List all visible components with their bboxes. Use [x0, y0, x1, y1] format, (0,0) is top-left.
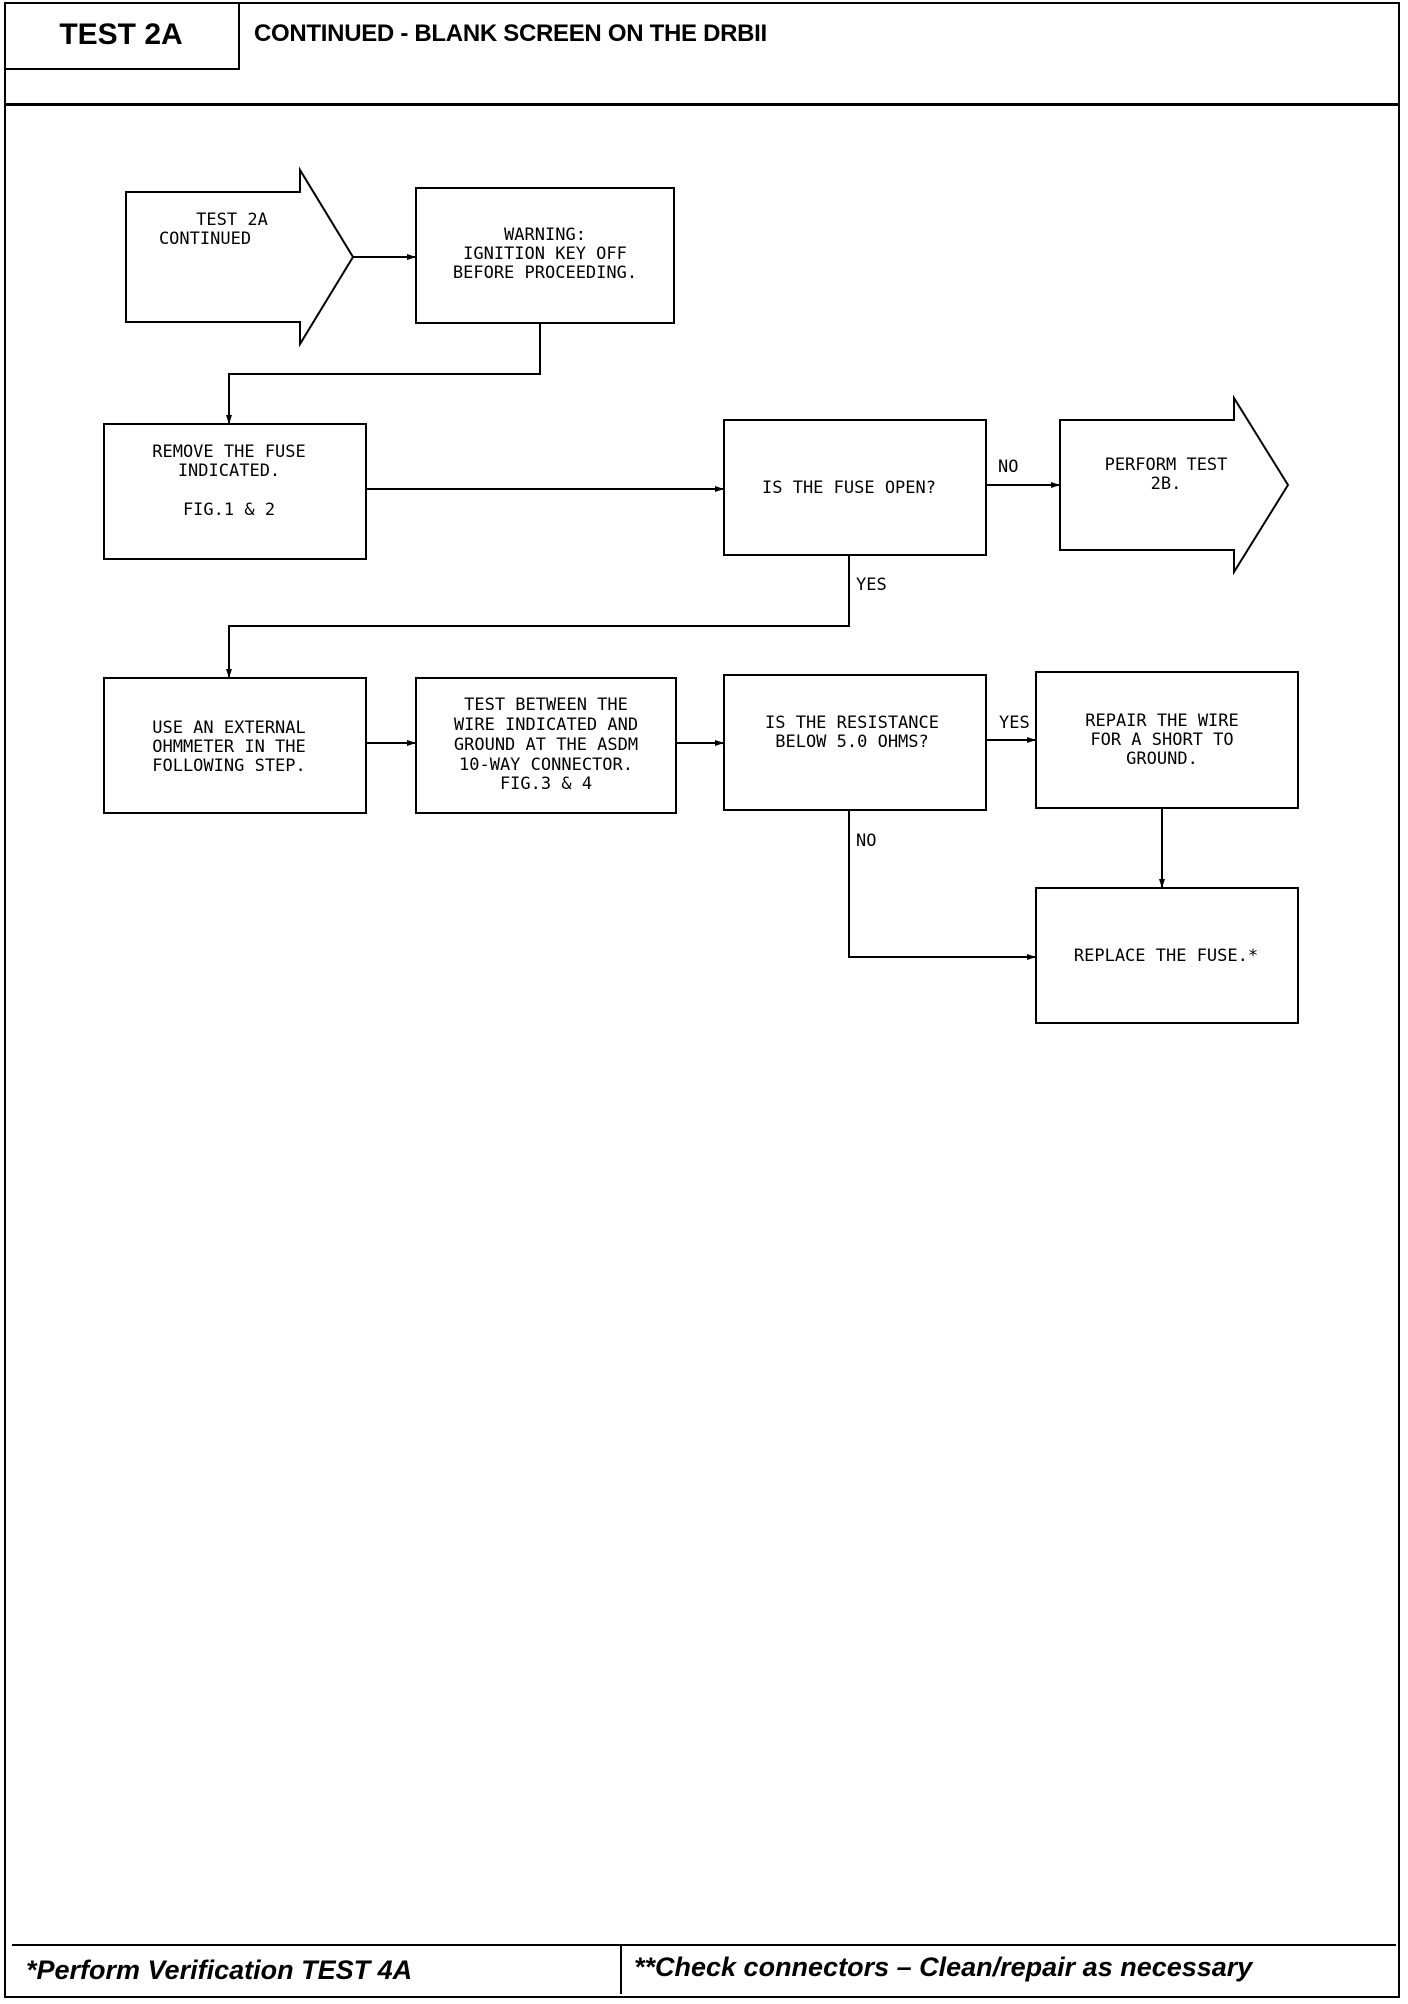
edge-warning-to-remove-fuse [226, 323, 541, 424]
node-warning: WARNING: IGNITION KEY OFF BEFORE PROCEED… [415, 187, 675, 324]
node-perform-2b-arrow: PERFORM TEST 2B. [1059, 394, 1290, 576]
node-use-ohmmeter: USE AN EXTERNAL OHMMETER IN THE FOLLOWIN… [103, 677, 367, 814]
remove-fuse-line-2: INDICATED. [178, 461, 280, 481]
remove-fuse-line-1: REMOVE THE FUSE [152, 442, 306, 462]
node-fuse-open: IS THE FUSE OPEN? [723, 419, 987, 556]
warning-line-2: IGNITION KEY OFF [463, 244, 627, 264]
resistance-line-2: BELOW 5.0 OHMS? [775, 732, 929, 752]
warning-line-1: WARNING: [504, 225, 586, 245]
repair-wire-line-3: GROUND. [1126, 749, 1198, 769]
page-title: CONTINUED - BLANK SCREEN ON THE DRBII [254, 20, 767, 47]
label-resistance-no: NO [856, 831, 876, 851]
node-remove-fuse: REMOVE THE FUSE INDICATED. FIG.1 & 2 [103, 423, 367, 560]
page-frame [4, 2, 1400, 1998]
edge-fuse-open-yes-to-ohmmeter [226, 555, 850, 678]
use-ohmmeter-line-2: OHMMETER IN THE [152, 737, 306, 757]
use-ohmmeter-line-1: USE AN EXTERNAL [152, 718, 306, 738]
perform-2b-line-2: 2B. [1151, 474, 1182, 494]
repair-wire-line-1: REPAIR THE WIRE [1085, 711, 1239, 731]
test-between-line-5: FIG.3 & 4 [500, 774, 592, 794]
start-line-1: TEST 2A [196, 210, 268, 230]
node-test-between: TEST BETWEEN THE WIRE INDICATED AND GROU… [415, 677, 677, 814]
footer: *Perform Verification TEST 4A **Check co… [12, 1944, 1396, 1994]
verification-note: *Perform Verification TEST 4A [12, 1946, 622, 1994]
replace-fuse-line-1: REPLACE THE FUSE.* [1074, 946, 1258, 966]
connector-note: **Check connectors – Clean/repair as nec… [634, 1952, 1253, 1982]
node-repair-wire: REPAIR THE WIRE FOR A SHORT TO GROUND. [1035, 671, 1299, 809]
node-start-arrow: TEST 2A CONTINUED [125, 166, 355, 348]
remove-fuse-line-4: FIG.1 & 2 [183, 500, 275, 520]
test-between-line-1: TEST BETWEEN THE [464, 695, 628, 715]
test-between-line-3: GROUND AT THE ASDM [454, 735, 638, 755]
node-resistance-below: IS THE RESISTANCE BELOW 5.0 OHMS? [723, 674, 987, 811]
start-line-2: CONTINUED [159, 229, 251, 249]
label-resistance-yes: YES [999, 713, 1030, 733]
label-fuse-open-no: NO [998, 457, 1018, 477]
test-between-line-2: WIRE INDICATED AND [454, 715, 638, 735]
fuse-open-line-1: IS THE FUSE OPEN? [762, 478, 936, 498]
resistance-line-1: IS THE RESISTANCE [765, 713, 939, 733]
node-replace-fuse: REPLACE THE FUSE.* [1035, 887, 1299, 1024]
perform-2b-line-1: PERFORM TEST [1105, 455, 1228, 475]
test-id-label: TEST 2A [4, 2, 240, 70]
warning-line-3: BEFORE PROCEEDING. [453, 263, 637, 283]
label-fuse-open-yes: YES [856, 575, 887, 595]
use-ohmmeter-line-3: FOLLOWING STEP. [152, 756, 306, 776]
header: TEST 2A CONTINUED - BLANK SCREEN ON THE … [4, 2, 1400, 106]
repair-wire-line-2: FOR A SHORT TO [1090, 730, 1233, 750]
test-between-line-4: 10-WAY CONNECTOR. [459, 755, 633, 775]
edge-resistance-no-to-replace [848, 810, 1036, 960]
